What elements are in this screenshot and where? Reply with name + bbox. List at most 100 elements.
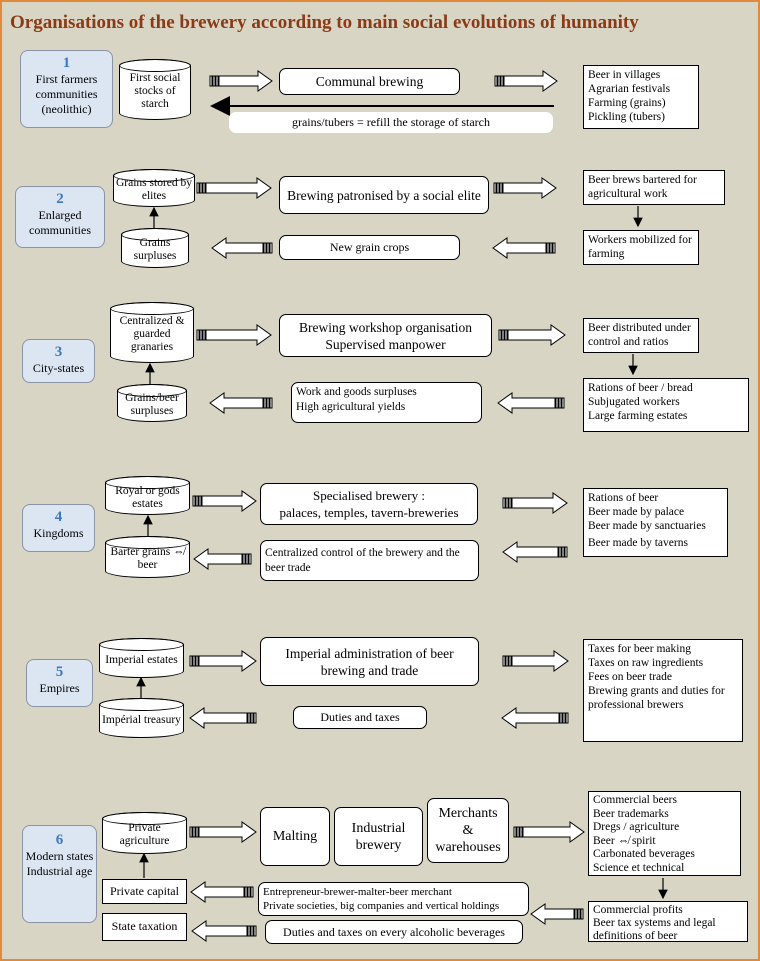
block-arrow-tail — [508, 497, 512, 509]
block-arrow — [198, 821, 257, 843]
stage-5-label: Empires — [39, 681, 80, 695]
stage-6-number: 6 — [55, 832, 64, 848]
block-arrow — [191, 920, 248, 942]
block-arrow-tail — [501, 329, 505, 341]
block-arrow-tail — [505, 655, 509, 667]
row6-outcome: Science et technical — [593, 861, 685, 874]
block-arrow-tail — [497, 75, 501, 87]
row3-workshop-line1: Brewing workshop organisation — [299, 319, 472, 335]
block-arrow — [492, 237, 547, 259]
row6-profits: Commercial profits Beer tax systems and … — [588, 901, 748, 942]
row3-surplus-line1: Work and goods surpluses — [296, 386, 417, 398]
block-arrow-tail — [215, 75, 219, 87]
block-arrow-tail — [250, 925, 254, 937]
block-arrow-tail — [250, 712, 254, 724]
row4-barter: Barter grains ⇎ beer — [105, 536, 190, 578]
row6-outcome: Dregs / agriculture — [593, 821, 680, 833]
block-arrow-tail — [202, 182, 206, 194]
block-arrow-tail — [269, 397, 273, 409]
block-arrow-tail — [493, 182, 497, 194]
row6-private-capital: Private capital — [102, 879, 187, 904]
row6-profit-item: Beer tax systems and legal definitions o… — [593, 917, 716, 942]
block-arrow-tail — [580, 908, 584, 920]
row3-workshop-line2: Supervised manpower — [325, 336, 446, 352]
stage-3: 3 City-states — [22, 339, 95, 383]
row4-outcome: Rations of beer — [588, 492, 659, 504]
row6-outcome: Beer ⇎ spirit — [593, 834, 656, 847]
block-arrow-tail — [504, 329, 508, 341]
block-arrow-tail — [562, 712, 566, 724]
block-arrow-tail — [565, 712, 569, 724]
block-arrow — [201, 490, 257, 512]
block-arrow — [205, 177, 272, 199]
block-arrow-tail — [199, 182, 203, 194]
block-arrow-tail — [263, 397, 267, 409]
block-arrow-tail — [247, 886, 251, 898]
row6-merchants: Merchants & warehouses — [427, 798, 509, 863]
row5-imperial-treasury: Impérial treasury — [99, 698, 184, 738]
row4-outcome: Beer made by taverns — [588, 537, 688, 549]
block-arrow-tail — [513, 826, 517, 838]
block-arrow — [502, 177, 557, 199]
block-arrow — [189, 707, 248, 729]
block-arrow-tail — [196, 329, 200, 341]
block-arrow-tail — [266, 397, 270, 409]
row3-beer-distributed: Beer distributed under control and ratio… — [583, 318, 699, 353]
row3-rations: Rations of beer / bread Subjugated worke… — [583, 378, 749, 432]
block-arrow — [511, 492, 568, 514]
block-arrow — [218, 70, 273, 92]
row4-outcomes: Rations of beer Beer made by palace Beer… — [583, 488, 728, 557]
block-arrow-tail — [558, 397, 562, 409]
block-arrow-tail — [519, 826, 523, 838]
row1-starch-stock: First social stocks of starch — [119, 59, 191, 120]
block-arrow-tail — [202, 329, 206, 341]
row5-outcome: Fees on beer trade — [588, 671, 672, 683]
block-arrow-tail — [564, 546, 568, 558]
row6-entrepreneur-line1: Entrepreneur-brewer-malter-beer merchant — [263, 886, 452, 898]
stage-4-label: Kingdoms — [33, 526, 84, 540]
stage-5-number: 5 — [55, 664, 64, 680]
row5-outcome: Brewing grants and duties for profession… — [588, 685, 725, 711]
block-arrow — [497, 392, 556, 414]
row6-duties-alcohol: Duties and taxes on every alcoholic beve… — [265, 920, 523, 944]
block-arrow-tail — [496, 182, 500, 194]
block-arrow-tail — [549, 242, 553, 254]
block-arrow-tail — [574, 908, 578, 920]
stage-5: 5 Empires — [26, 659, 93, 707]
block-arrow-tail — [198, 495, 202, 507]
block-arrow-tail — [192, 495, 196, 507]
row5-outcome: Taxes on raw ingredients — [588, 657, 704, 669]
row6-outcome: Commercial beers — [593, 794, 677, 806]
row2-grains-stored: Grains stored by elites — [113, 169, 195, 207]
block-arrow-tail — [500, 75, 504, 87]
row4-brewery-line1: Specialised brewery : — [313, 488, 425, 503]
block-arrow-tail — [195, 495, 199, 507]
row5-duties-taxes: Duties and taxes — [293, 706, 427, 729]
row4-brewery-line2: palaces, temples, tavern-breweries — [279, 505, 459, 520]
row3-ration-item: Subjugated workers — [588, 396, 680, 408]
row3-ration-item: Large farming estates — [588, 410, 688, 422]
block-arrow-tail — [253, 712, 257, 724]
row6-entrepreneur: Entrepreneur-brewer-malter-beer merchant… — [258, 882, 529, 916]
row6-private-agriculture: Private agriculture — [102, 812, 187, 854]
block-arrow-tail — [247, 712, 251, 724]
block-arrow-tail — [505, 497, 509, 509]
row3-brewing-workshop: Brewing workshop organisation Supervised… — [279, 314, 492, 357]
block-arrow-tail — [266, 242, 270, 254]
row6-profit-item: Commercial profits — [593, 904, 683, 916]
block-arrow-tail — [199, 329, 203, 341]
block-arrow-tail — [247, 925, 251, 937]
block-arrow-tail — [577, 908, 581, 920]
row6-outcome: Beer trademarks — [593, 807, 669, 820]
row1-outcomes: Beer in villages Agrarian festivals Farm… — [583, 65, 699, 129]
stage-4: 4 Kingdoms — [22, 504, 95, 552]
block-arrow — [190, 881, 245, 903]
row4-specialised-brewery: Specialised brewery : palaces, temples, … — [260, 483, 478, 525]
block-arrow-tail — [242, 553, 246, 565]
row4-centralized-control: Centralized control of the brewery and t… — [260, 540, 479, 581]
row6-outcomes: Commercial beers Beer trademarks Dregs /… — [588, 791, 741, 876]
block-arrow-tail — [196, 182, 200, 194]
block-arrow — [522, 821, 585, 843]
block-arrow — [507, 324, 566, 346]
